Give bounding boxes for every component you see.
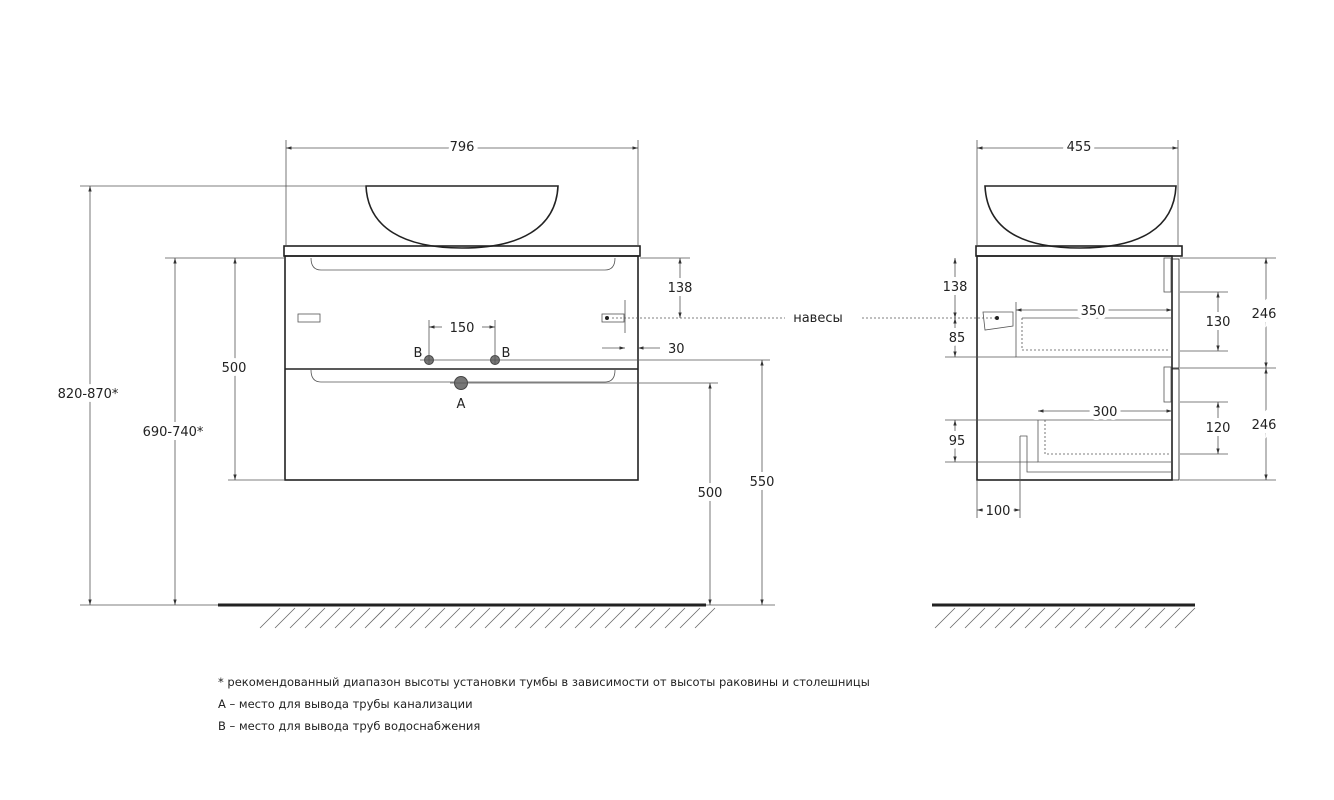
dim-hanger-offset: 138 <box>668 281 693 296</box>
floor-hatch-line <box>514 607 536 629</box>
floor-hatch-line <box>274 607 296 629</box>
front-view: 150 B B A 796 820-870* 690-740* 500 138 … <box>54 136 778 629</box>
dim-depth: 455 <box>1067 140 1092 155</box>
dim-install-height: 690-740* <box>143 425 204 440</box>
dim-lower-front: 246 <box>1252 418 1277 433</box>
dim-lower-drawer-depth: 300 <box>1093 405 1118 420</box>
dim-side-hanger-offset: 138 <box>943 280 968 295</box>
label-a: A <box>457 397 466 412</box>
floor-hatch-line <box>424 607 446 629</box>
floor-hatch-line <box>619 607 641 629</box>
note-height-range: * рекомендованный диапазон высоты устано… <box>218 675 870 689</box>
dim-width: 796 <box>450 140 475 155</box>
floor-hatch-line <box>439 607 461 629</box>
hangers-label: навесы <box>793 311 843 326</box>
floor-hatch-line <box>304 607 326 629</box>
dim-supply-height: 550 <box>750 475 775 490</box>
floor-hatch-line <box>1069 607 1091 629</box>
floor-hatch-line <box>979 607 1001 629</box>
floor-hatch-line <box>1039 607 1061 629</box>
floor-hatch-line <box>1174 607 1196 629</box>
floor-hatch-line <box>469 607 491 629</box>
dim-upper-drawer-height: 130 <box>1206 315 1231 330</box>
floor-hatch-line <box>379 607 401 629</box>
floor-hatch-line <box>1054 607 1076 629</box>
floor-hatch-line <box>994 607 1016 629</box>
floor-hatch-line <box>1099 607 1121 629</box>
dim-upper-drawer-offset: 85 <box>949 331 966 346</box>
floor-hatch-line <box>544 607 566 629</box>
floor-hatch-line <box>484 607 506 629</box>
floor-hatch-line <box>319 607 341 629</box>
floor-hatch-line <box>1144 607 1166 629</box>
floor-hatch-line <box>259 607 281 629</box>
notes: * рекомендованный диапазон высоты устано… <box>218 671 870 737</box>
dim-drain-height: 500 <box>698 486 723 501</box>
handle-groove-top <box>310 257 616 271</box>
floor-hatch-line <box>559 607 581 629</box>
floor-hatch-line <box>1159 607 1181 629</box>
hanger-left <box>297 313 321 323</box>
dim-hanger-side: 30 <box>668 342 685 357</box>
note-b: В – место для вывода труб водоснабжения <box>218 719 481 733</box>
floor-hatch-line <box>394 607 416 629</box>
floor-hatch-line <box>664 607 686 629</box>
dim-lower-drawer-offset: 95 <box>949 434 966 449</box>
floor-hatch-line <box>1024 607 1046 629</box>
floor-hatch-line <box>1084 607 1106 629</box>
dim-cabinet-height: 500 <box>222 361 247 376</box>
dim-pipe-spacing: 150 <box>450 321 475 336</box>
note-a: А – место для вывода трубы канализации <box>218 697 473 711</box>
floor-hatch-line <box>334 607 356 629</box>
dim-total-height: 820-870* <box>58 387 119 402</box>
label-b-right: B <box>502 346 511 361</box>
floor-hatch-line <box>499 607 521 629</box>
side-cabinet <box>976 255 1173 481</box>
floor-hatch-line <box>364 607 386 629</box>
side-bowl <box>984 185 1177 249</box>
dim-upper-front: 246 <box>1252 307 1277 322</box>
floor-hatch-line <box>679 607 701 629</box>
floor-hatch-line <box>694 607 716 629</box>
dim-upper-drawer-depth: 350 <box>1081 304 1106 319</box>
floor-hatch-line <box>964 607 986 629</box>
floor-hatch-line <box>1009 607 1031 629</box>
front-bowl <box>365 185 559 249</box>
floor-hatch-line <box>349 607 371 629</box>
front-cabinet <box>284 255 639 481</box>
floor-hatch-line <box>604 607 626 629</box>
floor-hatch-line <box>649 607 671 629</box>
floor-hatch-line <box>934 607 956 629</box>
floor-hatch-line <box>949 607 971 629</box>
floor-hatch-line <box>634 607 656 629</box>
floor-hatch-line <box>1114 607 1136 629</box>
floor-hatch-line <box>589 607 611 629</box>
floor-hatch-line <box>574 607 596 629</box>
dim-lower-drawer-height: 120 <box>1206 421 1231 436</box>
side-view: 455 138 85 95 350 300 130 120 246 246 10… <box>932 136 1280 629</box>
label-b-left: B <box>414 346 423 361</box>
floor-hatch-line <box>1129 607 1151 629</box>
dim-back-gap: 100 <box>986 504 1011 519</box>
floor-hatch-line <box>289 607 311 629</box>
floor-hatch-line <box>529 607 551 629</box>
floor-hatch-line <box>454 607 476 629</box>
floor-hatch-line <box>409 607 431 629</box>
